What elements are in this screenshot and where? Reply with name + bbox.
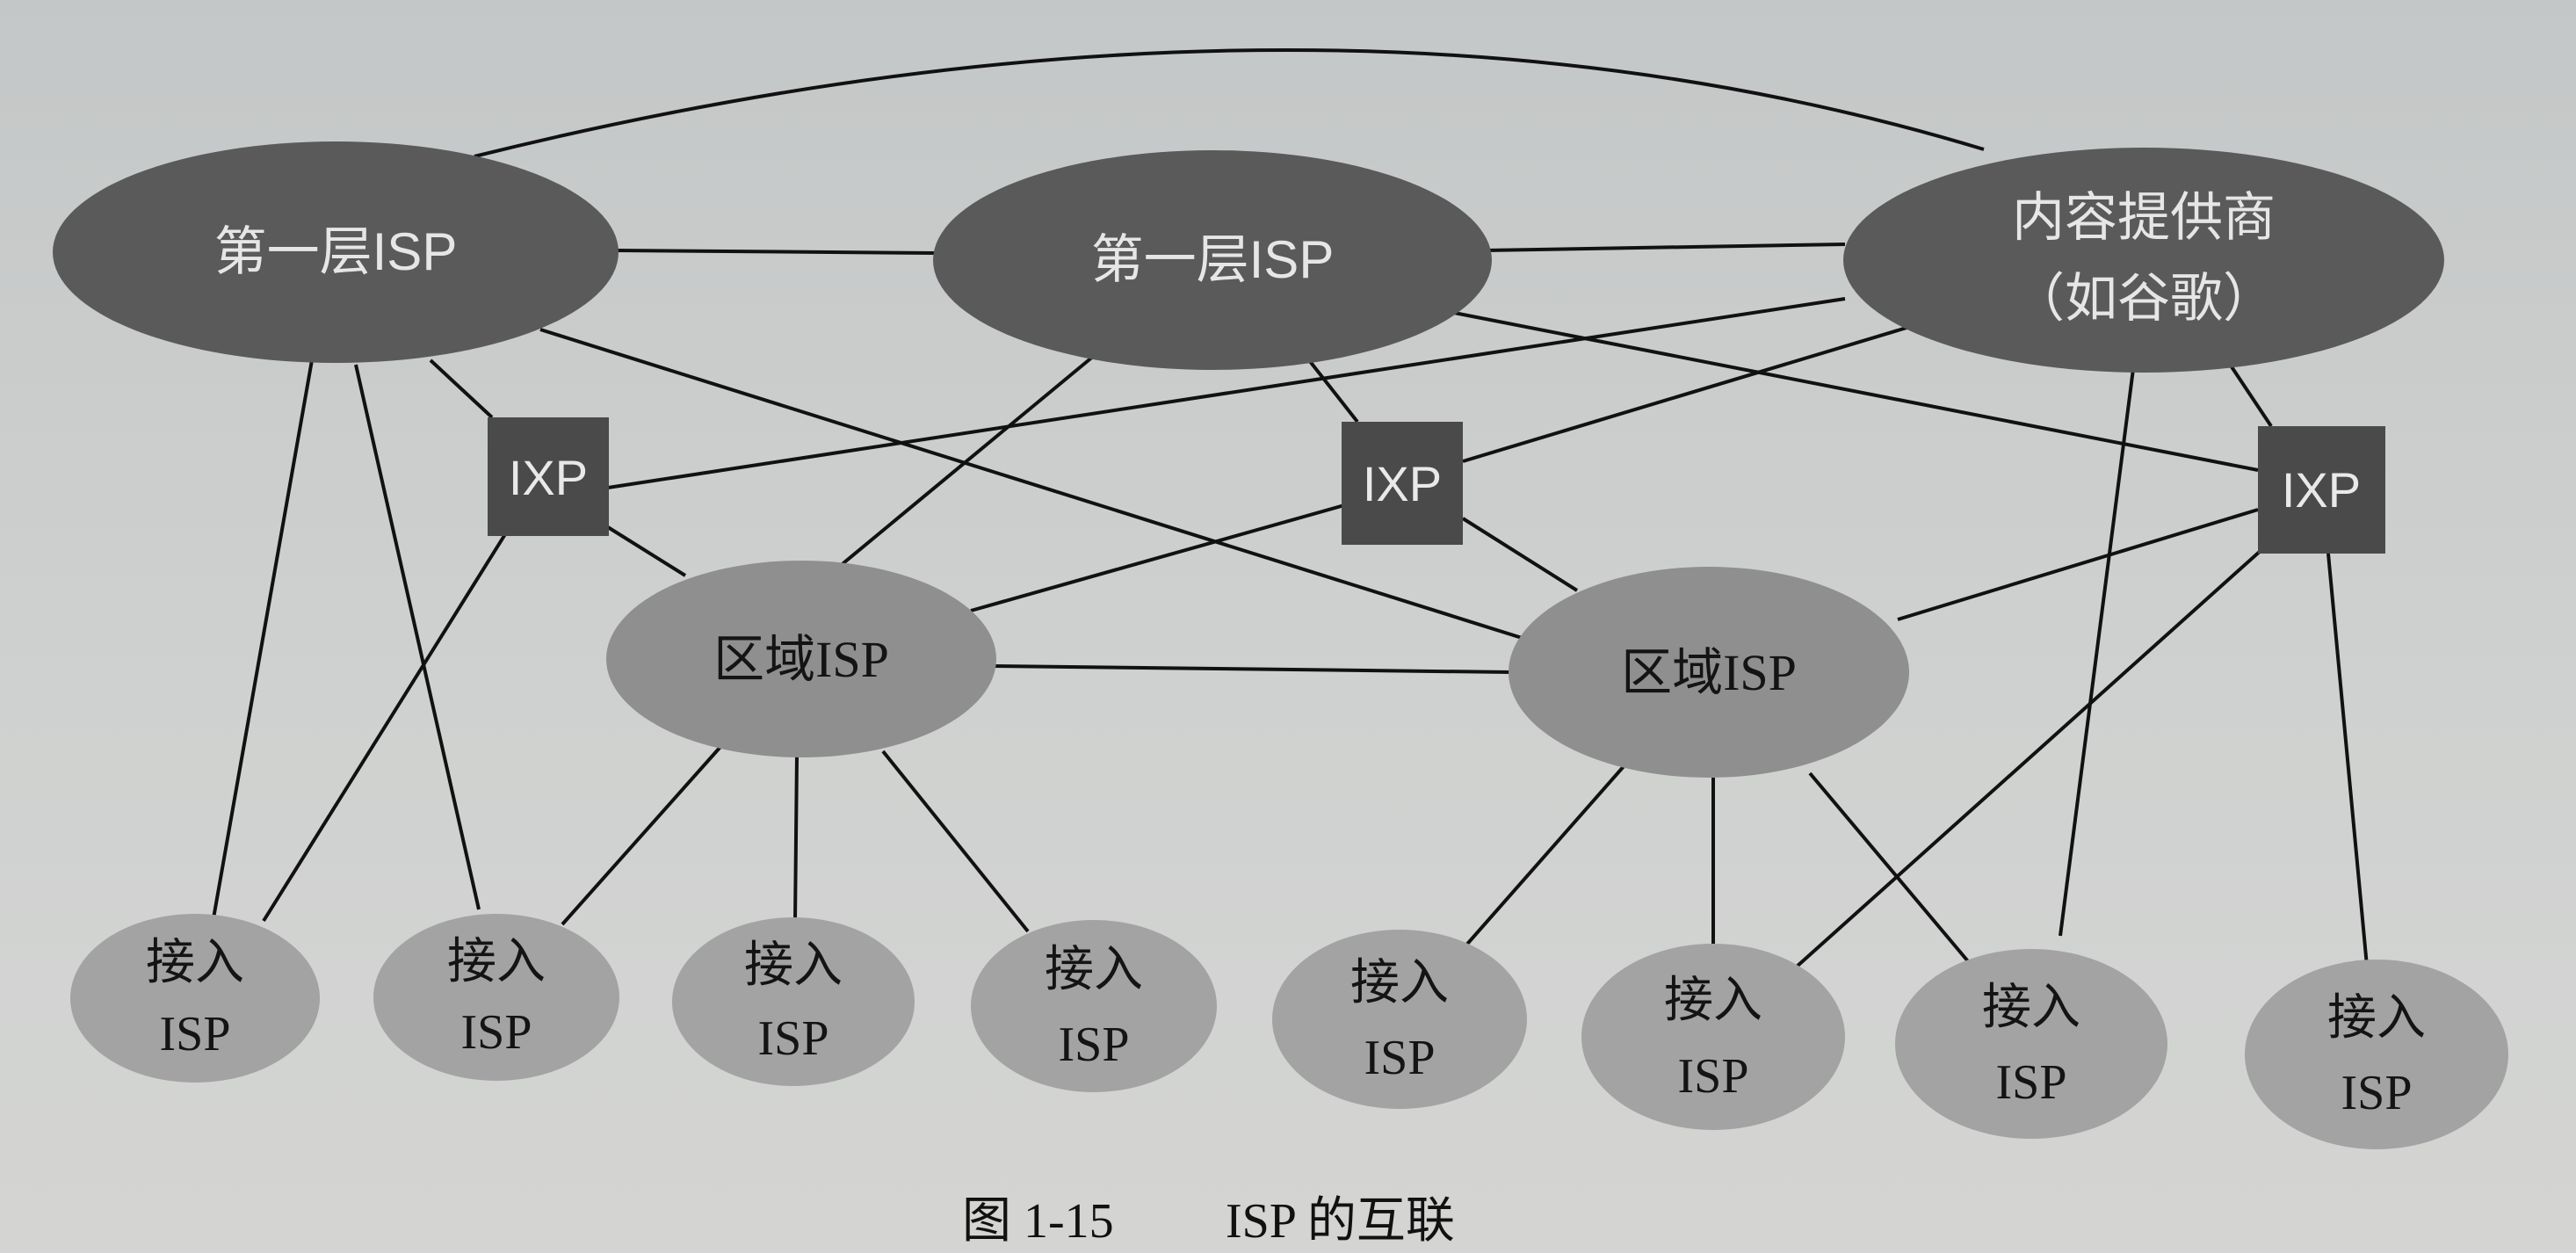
content-provider: 内容提供商 （如谷歌）	[1843, 148, 2444, 373]
edge-tier1-left-access-2	[354, 364, 481, 910]
edge-ixp-right-access-6	[1795, 547, 2264, 968]
access-isp-6: 接入 ISP	[1581, 944, 1845, 1130]
access-isp-3: 接入 ISP	[672, 917, 915, 1086]
edge-regional-left-access-2	[561, 745, 722, 926]
edge-regional-right-access-5	[1461, 763, 1627, 951]
access-isp-1-line1: 接入	[146, 936, 244, 990]
access-isp-3-shape	[672, 917, 915, 1086]
ixp-right: IXP	[2258, 426, 2385, 554]
ixp-left-label: IXP	[509, 450, 588, 505]
edge-regional-left-ixp-center	[970, 503, 1345, 612]
access-isp-5-line2: ISP	[1364, 1031, 1436, 1085]
regional-isp-right-label: 区域ISP	[1621, 644, 1797, 701]
access-isp-5-line1: 接入	[1350, 956, 1449, 1010]
access-isp-7-line1: 接入	[1982, 981, 2080, 1035]
edge-ixp-left-regional-left	[606, 525, 687, 577]
access-isp-3-line1: 接入	[744, 938, 843, 993]
content-provider-shape	[1843, 148, 2444, 373]
edge-regional-left-regional-right	[992, 664, 1512, 674]
edge-tier1-center-ixp-center	[1307, 359, 1359, 424]
access-isp-6-line2: ISP	[1678, 1049, 1749, 1104]
access-isp-1: 接入 ISP	[70, 914, 320, 1083]
access-isp-7: 接入 ISP	[1895, 949, 2167, 1139]
access-isp-1-line2: ISP	[160, 1007, 231, 1061]
tier1-isp-left-label: 第一层ISP	[214, 222, 458, 281]
edge-ixp-right-access-8	[2326, 553, 2370, 976]
content-provider-label-line2: （如谷歌）	[2012, 269, 2276, 328]
caption-title: ISP 的互联	[1226, 1194, 1455, 1249]
access-isp-3-line2: ISP	[758, 1011, 829, 1066]
edge-regional-right-access-7	[1808, 771, 1974, 968]
access-isp-4-line1: 接入	[1045, 943, 1143, 997]
tier1-isp-center-label: 第一层ISP	[1091, 230, 1335, 289]
access-isp-8-line2: ISP	[2341, 1066, 2413, 1120]
edge-tier1-left-regional-right	[539, 328, 1534, 643]
regional-isp-left-label: 区域ISP	[713, 631, 889, 688]
ixp-right-shape	[2258, 426, 2385, 554]
access-isp-5: 接入 ISP	[1272, 930, 1527, 1109]
edge-ixp-center-content	[1462, 323, 1916, 463]
access-isp-4-line2: ISP	[1059, 1018, 1130, 1072]
tier1-isp-left-shape	[53, 141, 619, 363]
edge-tier1-center-regional-left	[837, 354, 1096, 569]
access-isp-1-shape	[70, 914, 320, 1083]
regional-isp-right-shape	[1509, 567, 1909, 778]
edge-tier1-left-tier1-center	[614, 249, 937, 255]
ixp-center-shape	[1342, 422, 1463, 545]
content-provider-label-line1: 内容提供商	[2012, 188, 2276, 247]
tier1-isp-center: 第一层ISP	[933, 150, 1492, 370]
ixp-center: IXP	[1342, 422, 1463, 545]
access-isp-2-line1: 接入	[447, 935, 546, 989]
regional-isp-left: 区域ISP	[606, 561, 996, 757]
tier1-isp-center-shape	[933, 150, 1492, 370]
edge-regional-left-access-4	[881, 750, 1030, 933]
access-isp-2: 接入 ISP	[373, 914, 619, 1081]
ixp-center-label: IXP	[1363, 456, 1442, 511]
access-isp-4: 接入 ISP	[971, 920, 1217, 1092]
ixp-left: IXP	[488, 417, 609, 536]
edge-tier1-left-access-1	[212, 359, 314, 919]
edge-content-ixp-right	[2225, 359, 2273, 428]
access-isp-2-line2: ISP	[461, 1005, 532, 1060]
tier1-isp-left: 第一层ISP	[53, 141, 619, 363]
access-isp-8-shape	[2245, 960, 2508, 1149]
edge-ixp-left-content	[607, 297, 1846, 489]
access-isp-2-shape	[373, 914, 619, 1081]
regional-isp-right: 区域ISP	[1509, 567, 1909, 778]
edge-content-access-7	[2059, 368, 2135, 937]
caption-number: 图 1-15	[962, 1194, 1114, 1249]
access-isp-8: 接入 ISP	[2245, 960, 2508, 1149]
access-isp-7-line2: ISP	[1996, 1055, 2067, 1110]
edge-regional-left-access-3	[793, 755, 799, 922]
regional-isp-left-shape	[606, 561, 996, 757]
access-isp-6-line1: 接入	[1664, 974, 1762, 1028]
edge-tier1-left-content-arc	[474, 48, 1985, 158]
ixp-left-shape	[488, 417, 609, 536]
edge-regional-right-ixp-right	[1897, 508, 2259, 621]
edge-ixp-center-regional-right	[1461, 517, 1579, 592]
edges	[212, 48, 2370, 976]
edge-tier1-left-ixp-left	[429, 359, 494, 419]
access-isp-7-shape	[1895, 949, 2167, 1139]
ixp-right-label: IXP	[2282, 462, 2361, 518]
access-isp-8-line1: 接入	[2327, 991, 2426, 1046]
figure-caption: 图 1-15 ISP 的互联	[962, 1194, 1455, 1249]
access-isp-4-shape	[971, 920, 1217, 1092]
access-isp-5-shape	[1272, 930, 1527, 1109]
edge-ixp-left-access-1	[262, 525, 511, 923]
access-isp-6-shape	[1581, 944, 1845, 1130]
edge-tier1-center-content	[1484, 243, 1846, 252]
